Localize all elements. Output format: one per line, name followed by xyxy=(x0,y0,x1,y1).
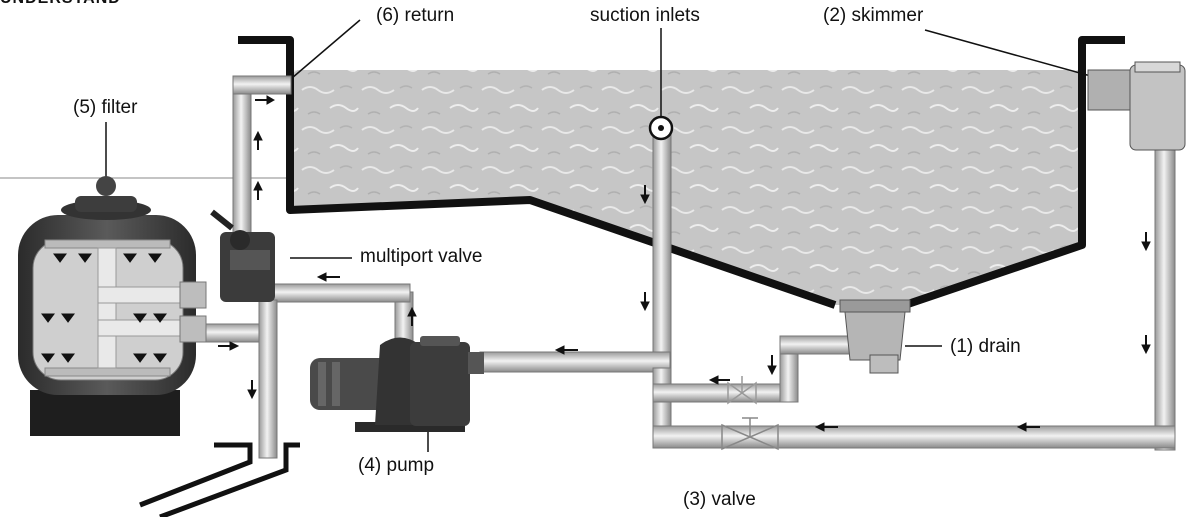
main-drain xyxy=(839,299,911,374)
drain-branch-pipe xyxy=(652,383,794,403)
skimmer-unit xyxy=(1087,61,1186,151)
return-pointer xyxy=(291,19,361,79)
return-pipe-top xyxy=(232,75,292,95)
skimmer-line-bottom xyxy=(652,425,1176,449)
suction-inlets-label: suction inlets xyxy=(590,5,700,26)
pool-wall-left xyxy=(238,36,837,309)
filter-label: (5) filter xyxy=(73,97,138,118)
multiport-valve-label: multiport valve xyxy=(360,246,483,267)
waste-drain-outline xyxy=(139,442,253,508)
skimmer-line-vertical xyxy=(1154,149,1176,451)
pool-water xyxy=(288,70,1085,305)
pump-label: (4) pump xyxy=(358,455,435,476)
skimmer-pointer xyxy=(924,29,1106,81)
skimmer-label: (2) skimmer xyxy=(823,5,924,26)
corner-heading-fragment: UNDERSTAND xyxy=(0,0,121,8)
drain-label: (1) drain xyxy=(950,336,1021,357)
valve-upper xyxy=(727,376,757,405)
valve-label: (3) valve xyxy=(683,489,756,510)
drain-connector xyxy=(779,335,851,355)
suction-main-pipe xyxy=(479,351,671,373)
multiport-valve xyxy=(210,209,275,302)
pump-to-valve-pipe xyxy=(259,283,411,303)
return-label: (6) return xyxy=(376,5,455,26)
pool-pump xyxy=(310,336,484,432)
suction-inlet-pipe xyxy=(652,127,672,369)
sand-filter xyxy=(18,176,207,436)
valve-lower xyxy=(721,417,779,451)
waste-pipe xyxy=(258,299,278,459)
pool-wall-right xyxy=(903,36,1125,309)
flow-arrows xyxy=(41,95,1151,432)
